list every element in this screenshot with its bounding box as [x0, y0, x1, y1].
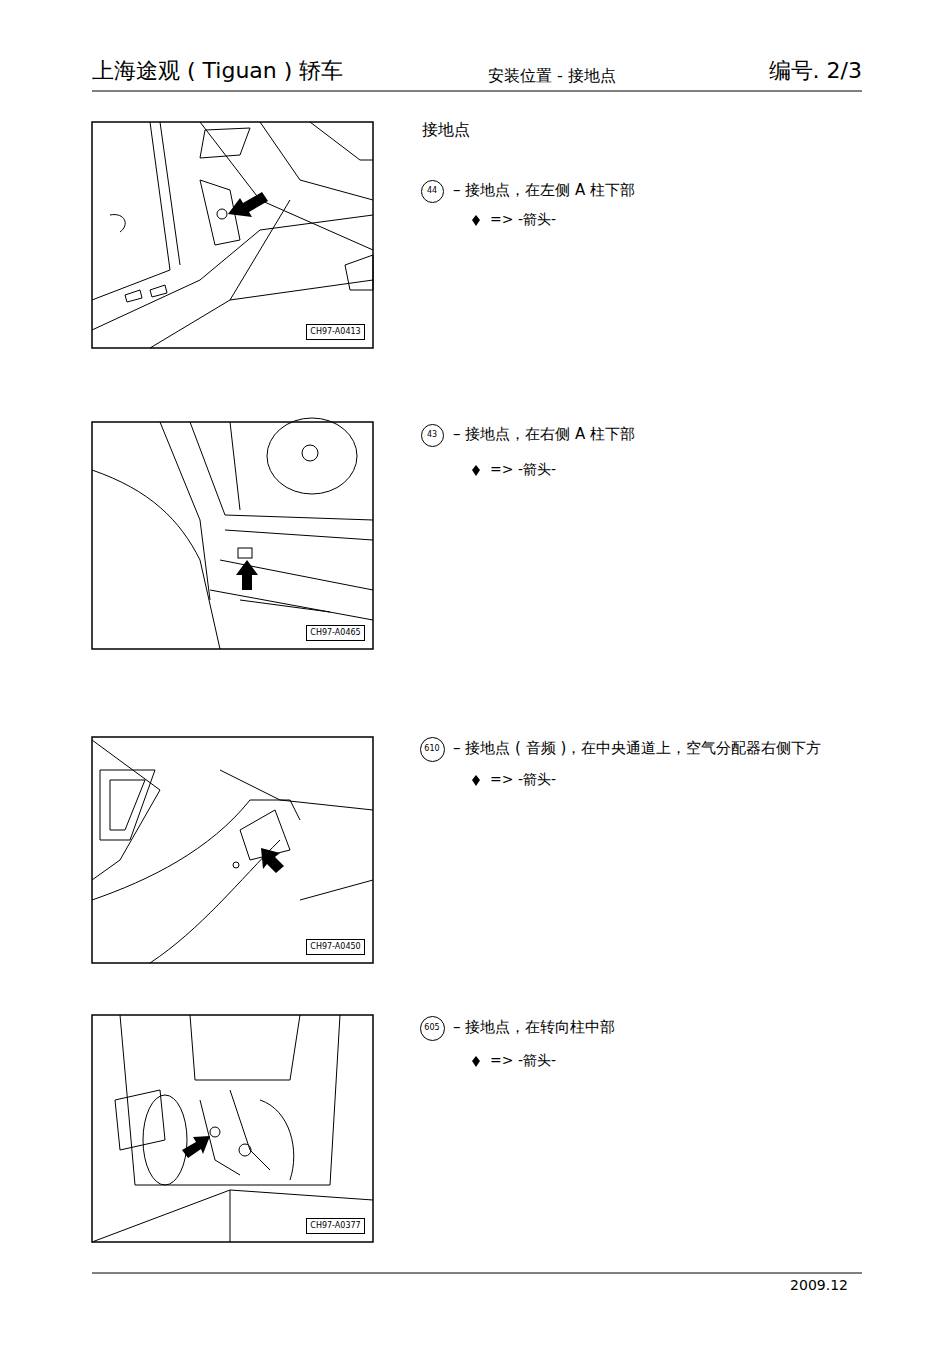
figure-id: CH97-A0450	[306, 939, 365, 955]
section-heading: 接地点	[422, 120, 470, 139]
figure-id-text: CH97-A0465	[310, 629, 360, 637]
header-section: 安装位置 - 接地点	[488, 66, 616, 85]
callout-number: 43	[421, 424, 444, 447]
callout-text: 43	[427, 431, 437, 439]
figure-id: CH97-A0465	[306, 625, 365, 641]
callout-text: 44	[427, 187, 437, 195]
arrow-reference: => -箭头-	[490, 461, 556, 478]
callout-text: 605	[424, 1024, 439, 1032]
item-description: – 接地点，在转向柱中部	[453, 1018, 615, 1036]
figure-id-text: CH97-A0450	[310, 943, 360, 951]
arrow-reference: => -箭头-	[490, 771, 556, 788]
figure-id: CH97-A0377	[306, 1218, 365, 1234]
callout-text: 610	[424, 745, 439, 753]
arrow-reference: => -箭头-	[490, 1052, 556, 1069]
figure-id: CH97-A0413	[306, 324, 365, 340]
item-description: – 接地点，在右侧 A 柱下部	[453, 425, 635, 443]
item-description: – 接地点 ( 音频 )，在中央通道上，空气分配器右侧下方	[453, 739, 821, 757]
callout-number: 605	[420, 1016, 445, 1041]
page-number: 编号. 2/3	[769, 58, 862, 84]
figure-id-text: CH97-A0413	[310, 328, 360, 336]
date-footer: 2009.12	[790, 1277, 848, 1294]
header-title: 上海途观 ( Tiguan ) 轿车	[92, 58, 343, 84]
figure-id-text: CH97-A0377	[310, 1222, 360, 1230]
callout-number: 44	[421, 180, 444, 203]
item-description: – 接地点，在左侧 A 柱下部	[453, 181, 635, 199]
callout-number: 610	[420, 737, 445, 762]
arrow-reference: => -箭头-	[490, 211, 556, 228]
